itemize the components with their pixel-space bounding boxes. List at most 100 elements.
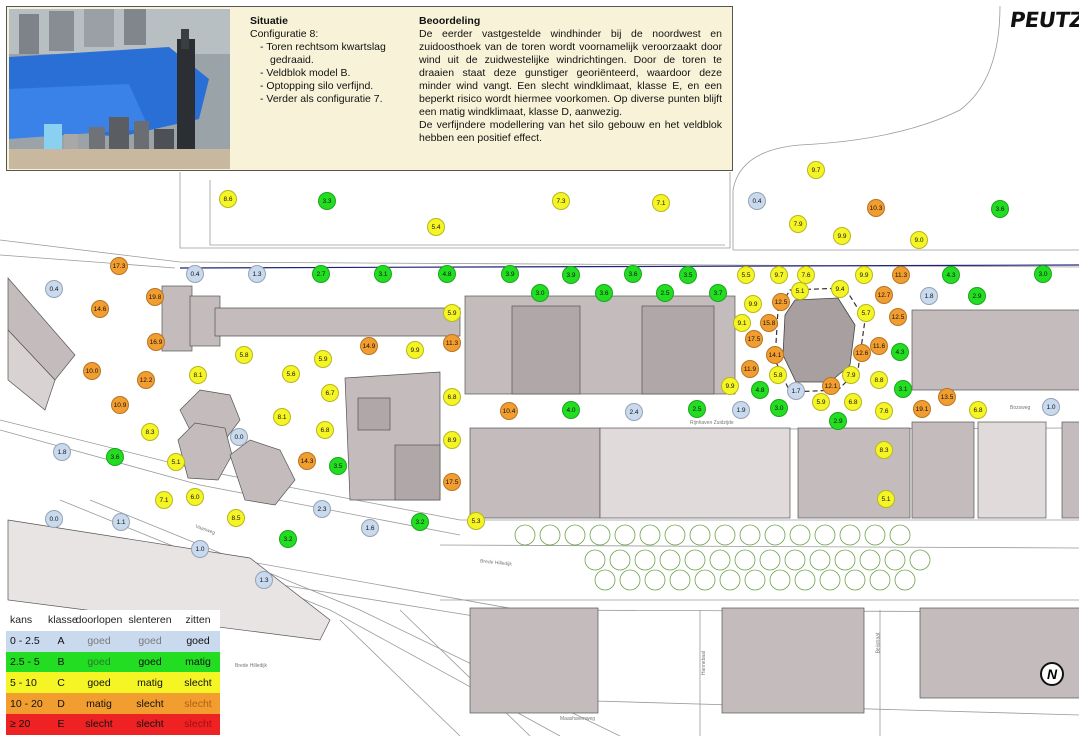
measurement-point: 17.3 (110, 257, 128, 275)
measurement-point: 8.6 (219, 190, 237, 208)
tree-icon (719, 569, 741, 591)
tree-icon (694, 569, 716, 591)
measurement-point: 2.9 (968, 287, 986, 305)
legend-cell-klasse: A (57, 635, 65, 648)
situatie-item: - Verder als configuratie 7. (260, 93, 383, 105)
measurement-point: 3.0 (1034, 265, 1052, 283)
situatie-item: - Toren rechtsom kwartslag gedraaid. (260, 41, 386, 66)
legend-header-kans: kans (10, 614, 33, 627)
legend-cell-slenteren: matig (137, 676, 163, 689)
legend-cell-slenteren: slecht (136, 718, 164, 731)
measurement-point: 3.0 (531, 284, 549, 302)
measurement-point: 8.1 (189, 366, 207, 384)
measurement-point: 16.9 (147, 333, 165, 351)
measurement-point: 6.0 (186, 488, 204, 506)
measurement-point: 14.9 (360, 337, 378, 355)
tree-icon (894, 569, 916, 591)
measurement-point: 4.8 (438, 265, 456, 283)
measurement-point: 1.0 (1042, 398, 1060, 416)
measurement-point: 9.1 (733, 314, 751, 332)
measurement-point: 0.0 (45, 510, 63, 528)
measurement-point: 4.0 (562, 401, 580, 419)
measurement-point: 1.0 (191, 540, 209, 558)
measurement-point: 8.8 (870, 371, 888, 389)
measurement-point: 17.5 (443, 473, 461, 491)
measurement-point: 6.8 (844, 393, 862, 411)
measurement-point: 11.3 (443, 334, 461, 352)
situatie-item: - Optopping silo verfijnd. (260, 80, 374, 92)
tree-icon (664, 524, 686, 546)
tree-icon (769, 569, 791, 591)
legend-cell-doorlopen: goed (87, 655, 111, 668)
measurement-point: 5.9 (443, 304, 461, 322)
tree-icon (714, 524, 736, 546)
legend-cell-klasse: E (57, 718, 65, 731)
legend: kans klasse doorlopen slenteren zitten 0… (6, 610, 220, 735)
measurement-point: 4.3 (891, 343, 909, 361)
tree-icon (659, 549, 681, 571)
measurement-point: 9.0 (910, 231, 928, 249)
tree-icon (864, 524, 886, 546)
situatie-list: - Toren rechtsom kwartslag gedraaid. - V… (250, 41, 410, 106)
legend-header-klasse: klasse (48, 614, 78, 627)
measurement-point: 11.6 (870, 337, 888, 355)
measurement-point: 0.0 (230, 428, 248, 446)
measurement-point: 7.3 (552, 192, 570, 210)
measurement-point: 7.9 (789, 215, 807, 233)
measurement-point: 2.4 (625, 403, 643, 421)
measurement-point: 3.2 (279, 530, 297, 548)
beoordeling-title: Beoordeling (419, 15, 481, 27)
measurement-point: 8.9 (443, 431, 461, 449)
beoordeling-text-1: De eerder vastgestelde windhinder bij de… (419, 28, 722, 118)
measurement-point: 8.1 (273, 408, 291, 426)
situatie-title: Situatie (250, 15, 288, 27)
tree-icon (839, 524, 861, 546)
measurement-point: 7.1 (155, 491, 173, 509)
measurement-point: 1.8 (920, 287, 938, 305)
tree-icon (689, 524, 711, 546)
measurement-point: 1.6 (361, 519, 379, 537)
measurement-point: 14.3 (298, 452, 316, 470)
situatie-item: - Veldblok model B. (260, 67, 351, 79)
measurement-point: 0.4 (186, 265, 204, 283)
measurement-point: 9.9 (406, 341, 424, 359)
measurement-point: 6.8 (969, 401, 987, 419)
measurement-point: 5.9 (314, 350, 332, 368)
measurement-point: 11.9 (741, 360, 759, 378)
measurement-point: 9.9 (855, 266, 873, 284)
measurement-point: 8.3 (141, 423, 159, 441)
tree-icon (589, 524, 611, 546)
legend-header-doorlopen: doorlopen (75, 614, 123, 627)
measurement-point: 11.3 (892, 266, 910, 284)
measurement-point: 2.9 (829, 412, 847, 430)
tree-icon (744, 569, 766, 591)
measurement-point: 7.9 (842, 366, 860, 384)
measurement-point: 1.1 (112, 513, 130, 531)
measurement-point: 9.7 (770, 266, 788, 284)
measurement-point: 5.1 (791, 282, 809, 300)
tree-icon (584, 549, 606, 571)
measurement-point: 14.1 (766, 346, 784, 364)
measurement-point: 7.6 (797, 266, 815, 284)
tree-icon (909, 549, 931, 571)
measurement-point: 10.3 (867, 199, 885, 217)
tree-icon (819, 569, 841, 591)
legend-cell-doorlopen: goed (87, 676, 111, 689)
legend-cell-kans: 10 - 20 (10, 697, 43, 710)
tree-icon (834, 549, 856, 571)
measurement-point: 5.7 (857, 304, 875, 322)
measurement-point: 1.3 (248, 265, 266, 283)
peutz-logo: PEUTZ (1008, 8, 1079, 32)
measurement-point: 12.7 (875, 286, 893, 304)
tree-icon (594, 569, 616, 591)
tree-icon (644, 569, 666, 591)
legend-cell-doorlopen: slecht (85, 718, 113, 731)
tree-icon (709, 549, 731, 571)
measurement-point: 5.3 (467, 512, 485, 530)
measurement-point: 5.1 (877, 490, 895, 508)
measurement-point: 3.6 (991, 200, 1009, 218)
tree-icon (844, 569, 866, 591)
tree-icon (539, 524, 561, 546)
